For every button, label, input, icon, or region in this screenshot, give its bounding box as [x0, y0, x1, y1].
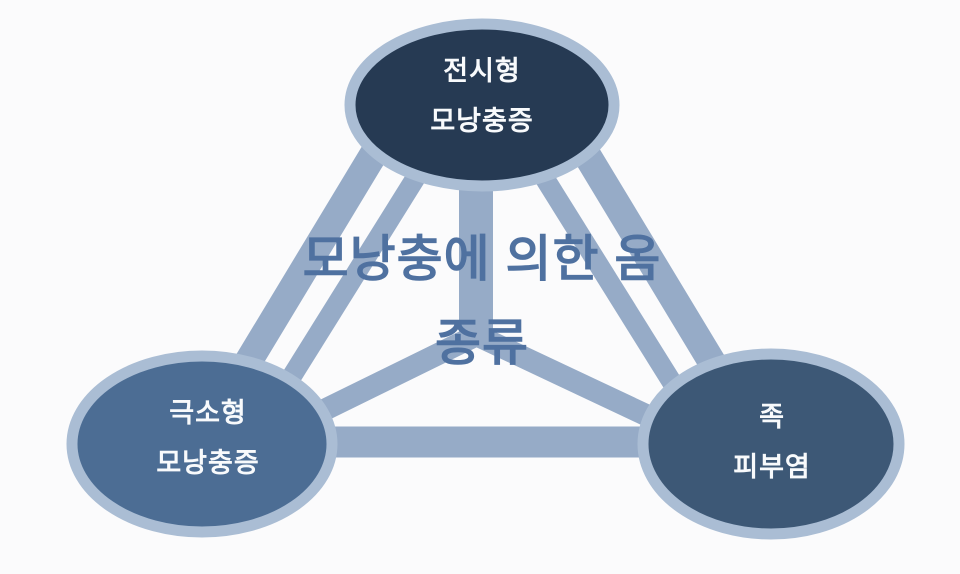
connector-inner-top-to-left [273, 152, 437, 398]
connector-spoke-hub-to-left [307, 324, 484, 426]
ellipse-nodes [66, 18, 905, 540]
node-bottom-right-ellipse [637, 348, 905, 540]
connector-spoke-hub-to-right [469, 324, 653, 426]
node-top-ellipse [344, 18, 620, 192]
node-bottom-left-ellipse [66, 350, 338, 538]
connector-inner-top-to-right [523, 152, 687, 398]
